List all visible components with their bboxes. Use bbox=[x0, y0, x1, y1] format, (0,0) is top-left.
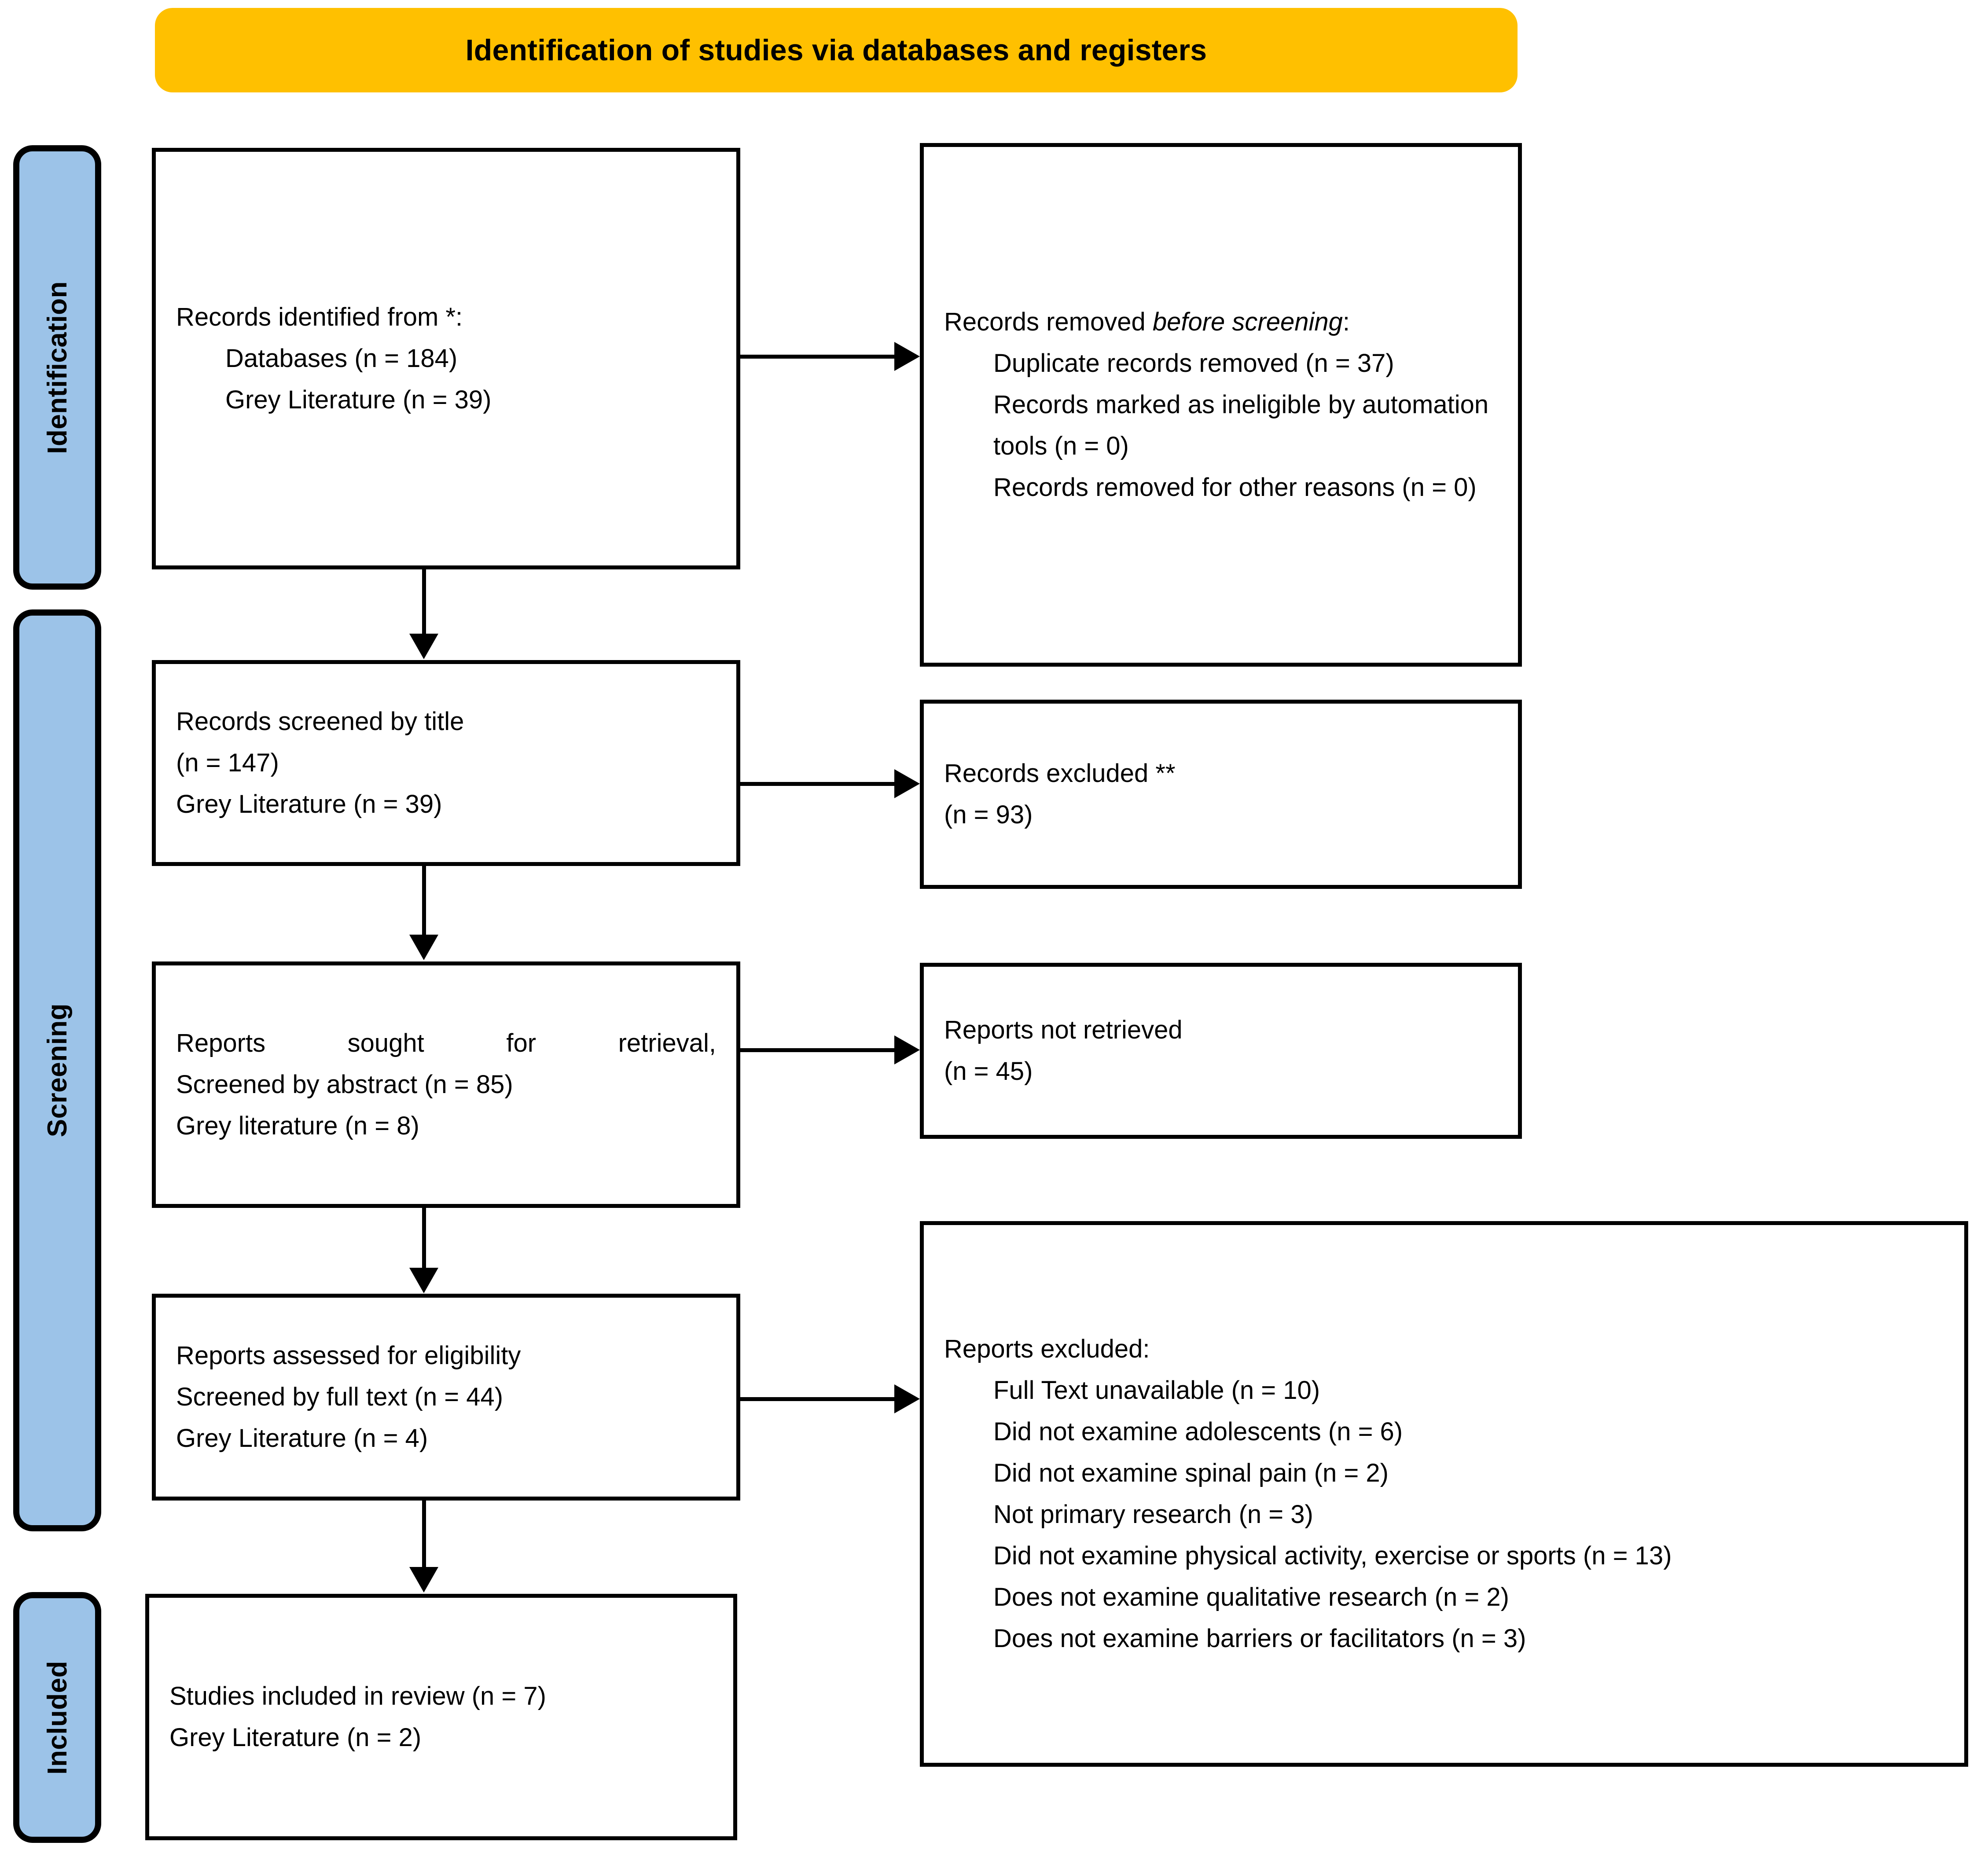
records-removed-other-reasons: Records removed for other rea­sons (n = … bbox=[993, 473, 1477, 502]
box-records-removed-before-screening: Records removed before screening: Duplic… bbox=[920, 143, 1522, 667]
stage-label-identification: Identification bbox=[42, 281, 73, 454]
connector-sought-to-not-retrieved bbox=[740, 1048, 894, 1052]
records-screened-title-label: Records screened by title bbox=[176, 707, 464, 736]
records-removed-duplicates: Duplicate records removed (n = 37) bbox=[993, 349, 1394, 378]
arrowhead-sought-to-assessed bbox=[409, 1268, 438, 1293]
arrowhead-screened-to-excluded bbox=[894, 769, 920, 798]
box-studies-included-in-review: Studies included in review (n = 7) Grey … bbox=[145, 1594, 737, 1840]
reports-excluded-reason-not-primary-research: Not primary research (n = 3) bbox=[993, 1500, 1313, 1529]
box-records-identified: Records identified from *: Databases (n … bbox=[152, 148, 740, 569]
arrowhead-assessed-to-included bbox=[409, 1567, 438, 1592]
records-identified-databases: Databases (n = 184) bbox=[225, 344, 458, 373]
arrowhead-assessed-to-reports-excluded bbox=[894, 1384, 920, 1413]
reports-assessed-label: Reports assessed for eligibility bbox=[176, 1341, 521, 1370]
records-removed-title-plain: Records removed bbox=[944, 308, 1153, 337]
stage-sidebar-included: Included bbox=[13, 1592, 101, 1843]
stage-label-screening: Screening bbox=[42, 1003, 73, 1137]
reports-excluded-reason-not-adolescents: Did not examine adolescents (n = 6) bbox=[993, 1417, 1403, 1446]
reports-excluded-reason-not-spinal-pain: Did not examine spinal pain (n = 2) bbox=[993, 1459, 1389, 1488]
box-reports-excluded: Reports excluded: Full Text unavailable … bbox=[920, 1221, 1968, 1767]
box-reports-sought-for-retrieval: Reports sought for retrieval, Screened b… bbox=[152, 961, 740, 1208]
reports-not-retrieved-label: Reports not retrieved bbox=[944, 1016, 1183, 1045]
reports-sought-grey-literature: Grey literature (n = 8) bbox=[176, 1111, 419, 1140]
records-removed-title-tail: : bbox=[1342, 308, 1350, 337]
connector-screened-to-sought bbox=[422, 866, 426, 936]
arrowhead-sought-to-not-retrieved bbox=[894, 1035, 920, 1064]
reports-excluded-reason-not-barriers-facilitators: Does not examine barriers or facilitator… bbox=[993, 1624, 1526, 1653]
records-excluded-label: Records excluded ** bbox=[944, 759, 1176, 788]
records-removed-title: Records removed before screening: bbox=[944, 301, 1498, 343]
connector-screened-to-excluded bbox=[740, 782, 894, 786]
records-screened-title-count: (n = 147) bbox=[176, 749, 279, 778]
reports-excluded-title: Reports excluded: bbox=[944, 1335, 1150, 1364]
records-identified-grey-literature: Grey Literature (n = 39) bbox=[225, 385, 492, 414]
records-identified-title: Records identified from *: bbox=[176, 303, 463, 332]
arrowhead-identified-to-removed bbox=[894, 342, 920, 371]
records-removed-title-italic: before screening bbox=[1152, 308, 1343, 337]
stage-sidebar-identification: Identification bbox=[13, 145, 101, 590]
box-reports-assessed-for-eligibility: Reports assessed for eligibility Screene… bbox=[152, 1294, 740, 1501]
connector-assessed-to-reports-excluded bbox=[740, 1397, 894, 1401]
records-removed-automation-tools: Records marked as ineligible by automati… bbox=[993, 390, 1489, 460]
connector-identified-to-screened bbox=[422, 569, 426, 636]
reports-assessed-screened-by-full-text: Screened by full text (n = 44) bbox=[176, 1383, 503, 1412]
records-screened-title-grey-literature: Grey Literature (n = 39) bbox=[176, 789, 442, 818]
stage-sidebar-screening: Screening bbox=[13, 609, 101, 1531]
connector-assessed-to-included bbox=[422, 1501, 426, 1569]
reports-sought-screened-by-abstract: Screened by abstract (n = 85) bbox=[176, 1070, 513, 1099]
reports-assessed-grey-literature: Grey Literature (n = 4) bbox=[176, 1424, 428, 1453]
reports-sought-label: Reports sought for retrieval, bbox=[176, 1029, 716, 1058]
connector-identified-to-removed bbox=[740, 355, 894, 359]
reports-excluded-reason-not-qualitative-research: Does not examine qualitative research (n… bbox=[993, 1582, 1509, 1611]
reports-excluded-reason-not-physical-activity: Did not examine physical activity, exerc… bbox=[993, 1541, 1672, 1570]
page-title: Identification of studies via databases … bbox=[465, 33, 1207, 67]
studies-included-grey-literature: Grey Literature (n = 2) bbox=[169, 1723, 422, 1752]
header-banner: Identification of studies via databases … bbox=[155, 8, 1518, 92]
stage-label-included: Included bbox=[42, 1660, 73, 1775]
reports-not-retrieved-count: (n = 45) bbox=[944, 1057, 1033, 1086]
studies-included-label: Studies included in review (n = 7) bbox=[169, 1682, 546, 1711]
reports-excluded-reason-full-text-unavailable: Full Text unavailable (n = 10) bbox=[993, 1376, 1320, 1405]
arrowhead-screened-to-sought bbox=[409, 935, 438, 960]
box-records-screened-by-title: Records screened by title (n = 147) Grey… bbox=[152, 660, 740, 866]
box-reports-not-retrieved: Reports not retrieved (n = 45) bbox=[920, 963, 1522, 1139]
connector-sought-to-assessed bbox=[422, 1208, 426, 1270]
records-excluded-count: (n = 93) bbox=[944, 800, 1033, 829]
box-records-excluded: Records excluded ** (n = 93) bbox=[920, 700, 1522, 889]
arrowhead-identified-to-screened bbox=[409, 634, 438, 659]
